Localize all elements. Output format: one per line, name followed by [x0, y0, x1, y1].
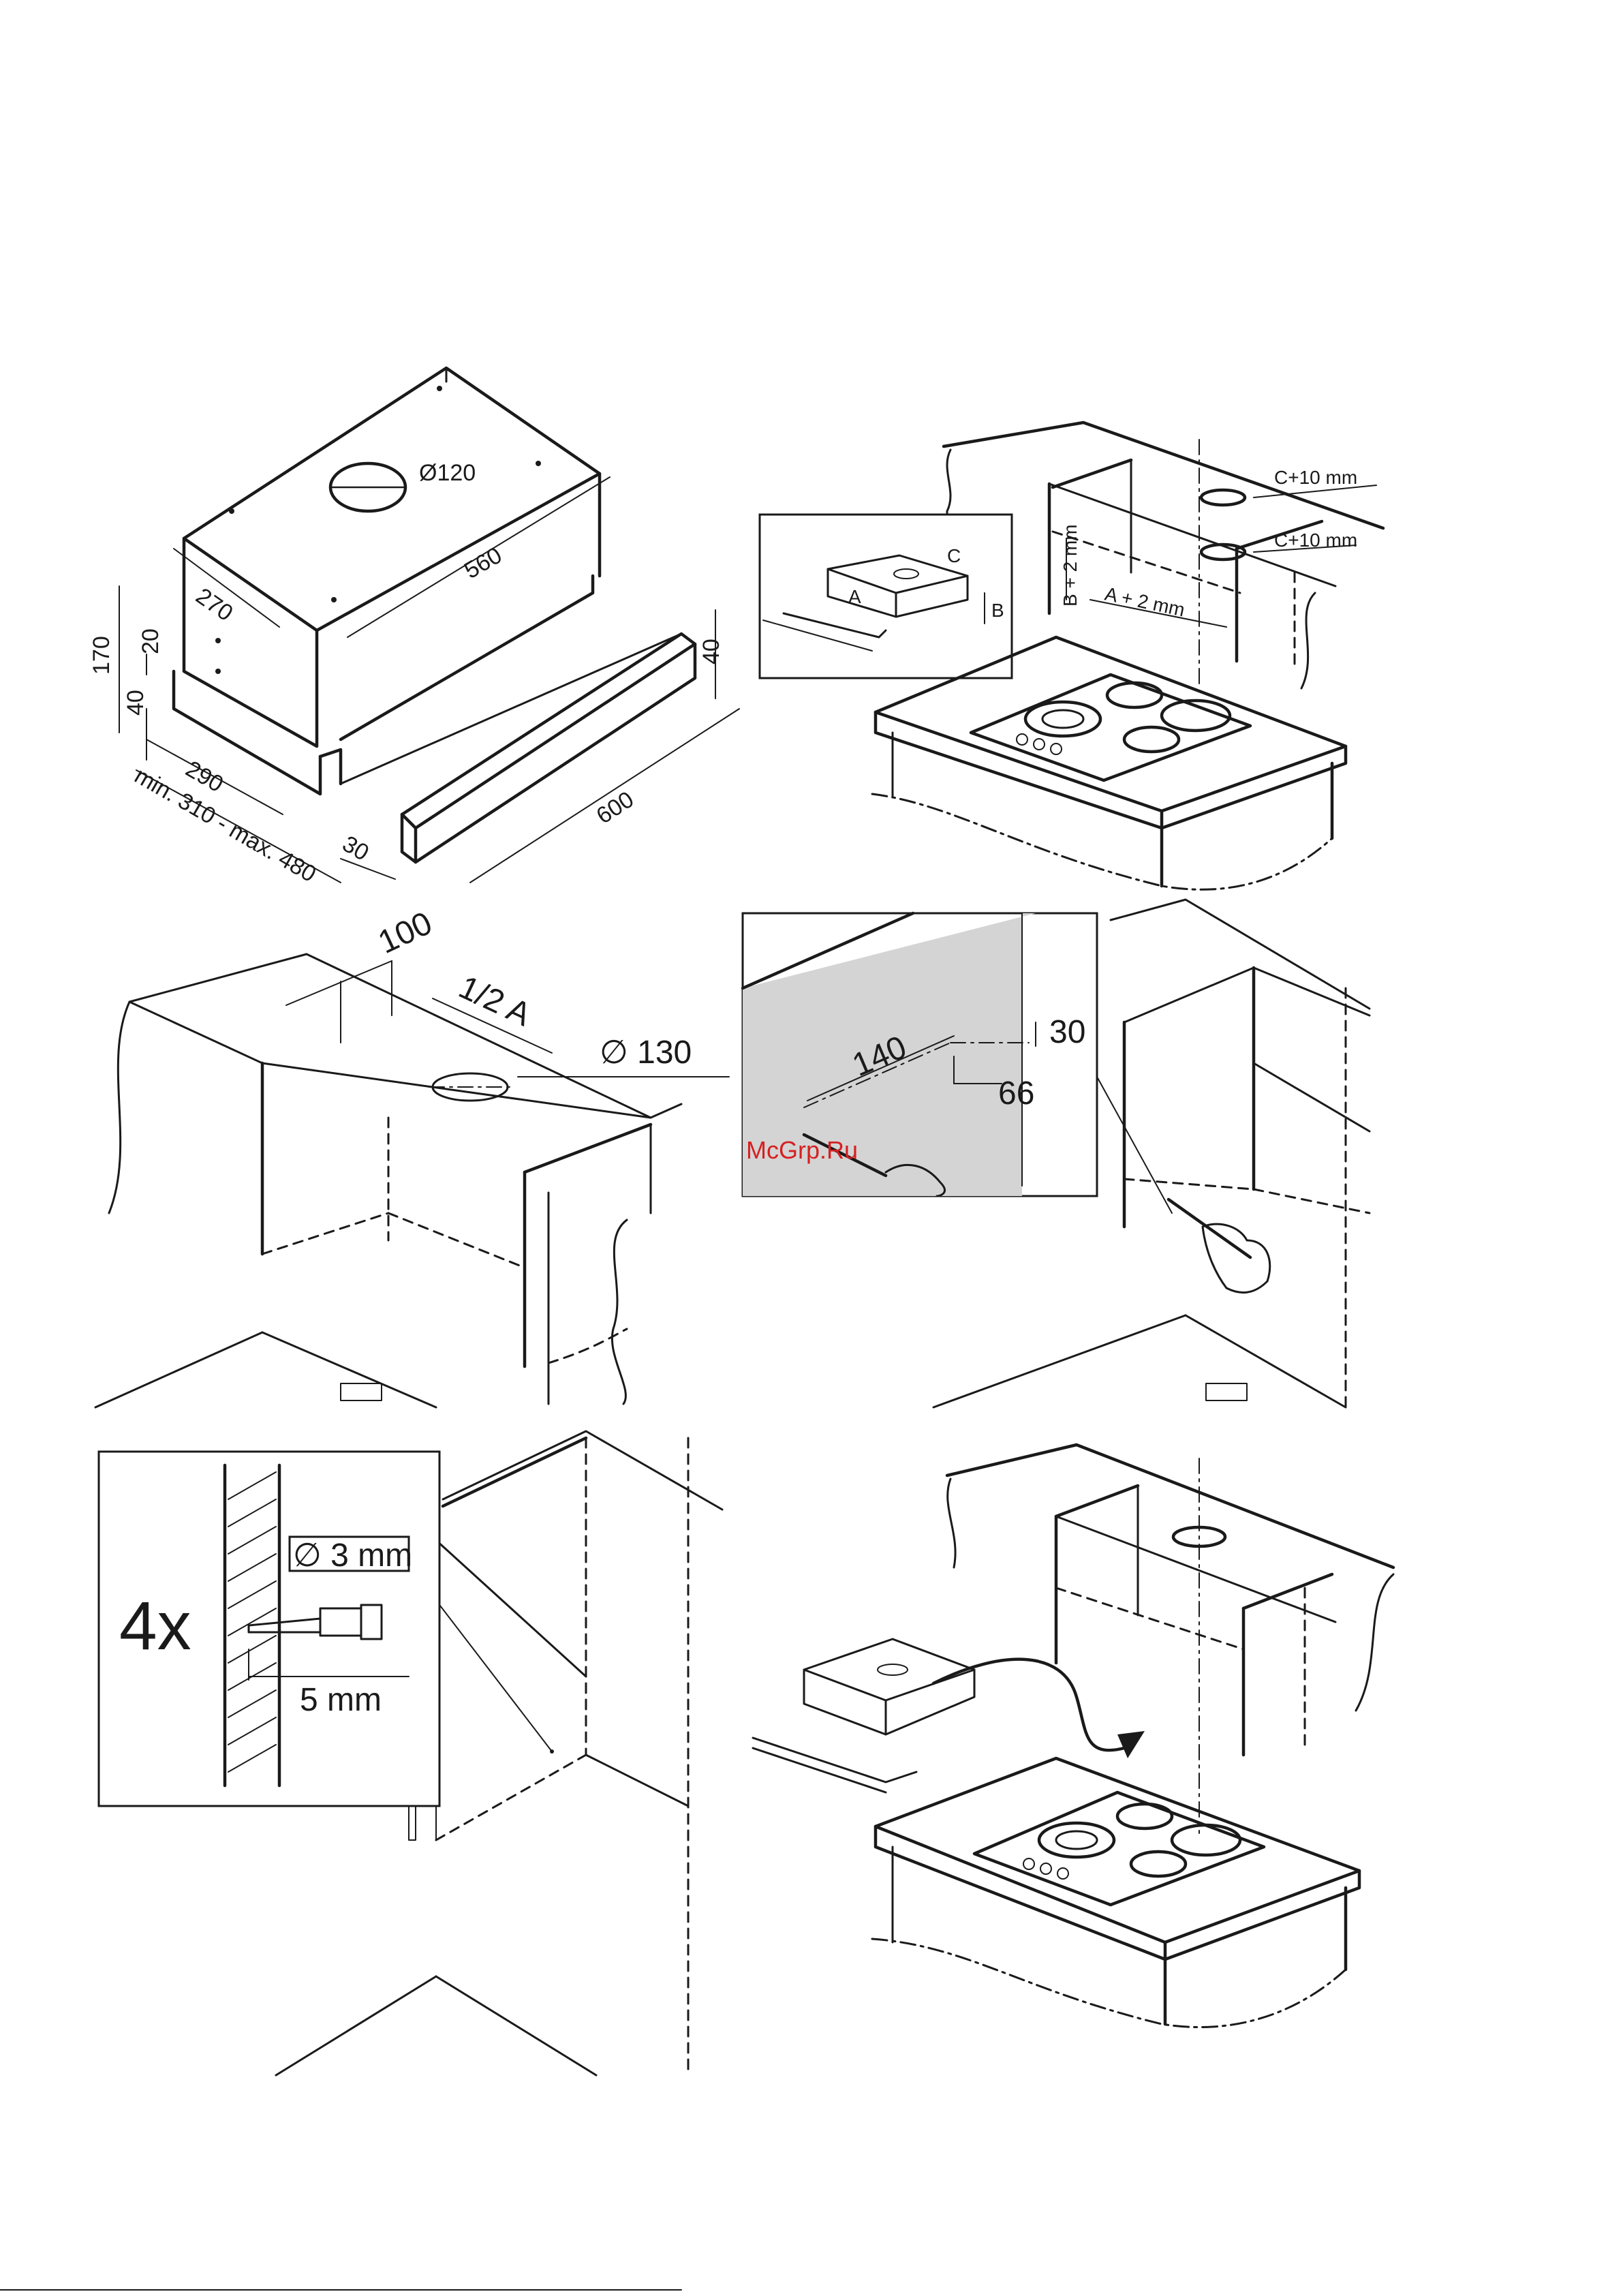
label-drill-depth: 5 mm — [300, 1682, 382, 1718]
figure-ceiling-marking: 100 1/2 A ∅ 130 — [95, 905, 729, 1407]
figure-final-installation — [753, 1445, 1393, 2027]
dim-side-width: 270 — [191, 583, 237, 626]
inset-label-b: B — [991, 600, 1004, 621]
watermark: McGrp.Ru — [746, 1136, 858, 1164]
dim-top-offset: 20 — [138, 628, 164, 654]
label-cutout-c-2: C+10 mm — [1274, 530, 1357, 551]
figure-hood-dimensions: Ø120 560 270 170 20 40 290 min. 310 - ma… — [89, 368, 739, 887]
label-cutout-a: A + 2 mm — [1103, 583, 1187, 621]
figure-drill-template: 140 30 66 McGrp.Ru — [743, 900, 1370, 1407]
figure-drilling-detail: 4x ∅ 3 mm 5 mm — [99, 1431, 722, 2075]
inset-label-c: C — [947, 545, 961, 566]
dim-offset-100: 100 — [373, 905, 437, 961]
label-cutout-b: B + 2 mm — [1060, 524, 1081, 607]
dim-visor-thickness: 30 — [338, 831, 373, 866]
dim-rail-height: 40 — [123, 690, 149, 716]
dim-half-width: 1/2 A — [453, 969, 536, 1033]
inset-label-a: A — [848, 586, 861, 607]
dim-visor-height: 40 — [698, 639, 724, 664]
label-quantity: 4x — [119, 1588, 191, 1664]
dim-duct-diameter: Ø120 — [419, 460, 476, 486]
dim-visor-width: 600 — [592, 786, 638, 829]
dim-extension-range: min. 310 - max. 480 — [130, 763, 320, 887]
label-cutout-c: C+10 mm — [1274, 467, 1357, 488]
dim-hole-diameter: ∅ 130 — [600, 1035, 692, 1071]
dim-template-66: 66 — [998, 1075, 1034, 1112]
dim-height: 170 — [89, 636, 114, 675]
dim-template-30: 30 — [1049, 1014, 1085, 1050]
label-drill-diameter: ∅ 3 mm — [293, 1537, 412, 1574]
figure-cabinet-cutout: C+10 mm C+10 mm B + 2 mm A + 2 mm C A B — [760, 423, 1383, 889]
